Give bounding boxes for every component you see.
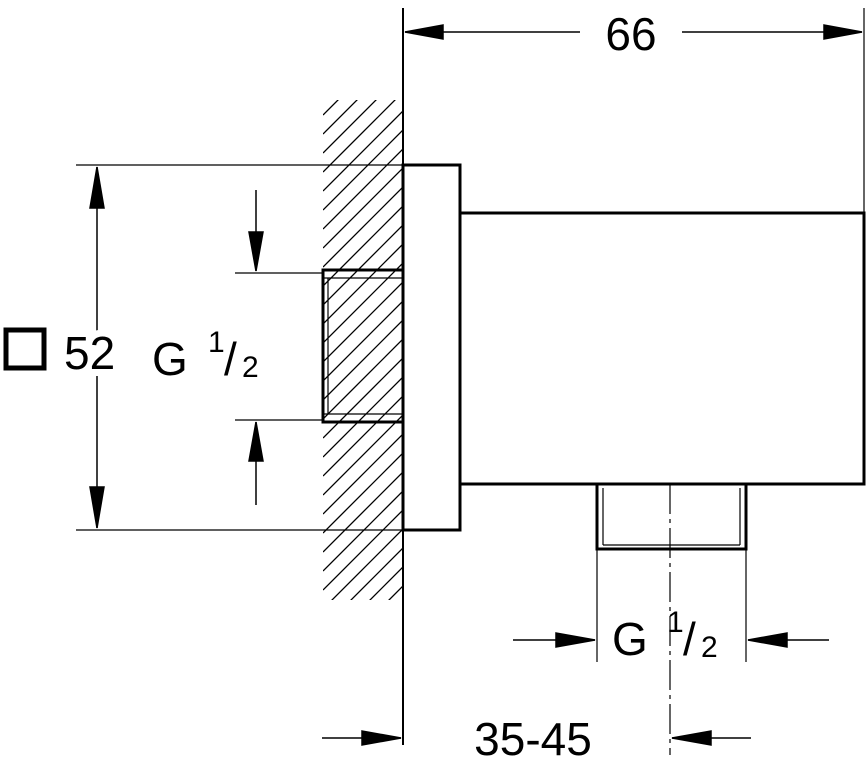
hatch-line	[323, 100, 358, 135]
outlet-thread-den: 2	[701, 631, 718, 664]
hatch-line	[323, 186, 403, 268]
arrowhead	[361, 730, 402, 746]
arrowhead	[248, 421, 264, 462]
arrowhead	[555, 632, 596, 648]
hatch-line	[323, 643, 403, 723]
hatch-line	[323, 110, 403, 192]
arrowhead	[671, 730, 712, 746]
wall-hatch	[323, 0, 403, 723]
wall-thread-slash: /	[224, 333, 237, 385]
hatch-line	[323, 605, 403, 685]
hatch-line	[369, 566, 403, 600]
arrowhead	[404, 24, 444, 40]
square-flange	[401, 163, 462, 532]
fitting-body	[401, 163, 866, 532]
hatch-line	[323, 262, 403, 344]
square-symbol-icon	[3, 327, 47, 371]
hatch-line	[350, 547, 403, 600]
wall-thread-label: G 1 / 2	[152, 326, 259, 385]
dim-label-outlet-position: 35-45	[474, 713, 592, 761]
hatch-line	[323, 167, 403, 249]
wall-thread	[321, 268, 403, 424]
dimension-wall-thread	[248, 190, 264, 505]
outlet-thread-num: 1	[667, 606, 684, 639]
hatch-line	[323, 224, 403, 306]
hatch-line	[323, 205, 403, 287]
dimension-overall-depth	[404, 24, 863, 40]
hatch-line	[323, 16, 403, 96]
arrowhead	[89, 486, 105, 529]
wall-thread-den: 2	[242, 351, 259, 384]
hatch-line	[323, 395, 403, 477]
hatch-line	[323, 452, 403, 534]
hatch-line	[331, 528, 403, 600]
arrowhead	[89, 166, 105, 209]
hatch-line	[323, 0, 403, 77]
dimension-outlet-thread	[513, 632, 829, 648]
arrowhead	[747, 632, 788, 648]
outlet-thread-slash: /	[683, 613, 696, 665]
hatch-line	[323, 490, 403, 572]
hatch-line	[323, 433, 403, 515]
arrowhead	[248, 231, 264, 272]
hatch-line	[323, 100, 377, 154]
arrowhead	[823, 24, 863, 40]
hatch-line	[323, 281, 403, 363]
extension-lines	[76, 8, 865, 662]
hatch-line	[323, 148, 403, 230]
hatch-line	[323, 100, 339, 116]
dim-label-overall-depth: 66	[605, 8, 656, 60]
wall-thread-num: 1	[208, 326, 225, 359]
hatch-line	[388, 585, 403, 600]
wall-thread-base: G	[152, 333, 188, 385]
hatch-line	[323, 414, 403, 496]
dim-label-square-size: 52	[64, 327, 115, 379]
outlet-thread-label: G 1 / 2	[612, 606, 718, 665]
outlet-thread-base: G	[612, 613, 648, 665]
main-body-outline	[460, 211, 866, 486]
hatch-line	[323, 319, 403, 401]
hatch-line	[323, 100, 396, 173]
hatch-line	[323, 471, 403, 553]
hatch-line	[323, 624, 403, 704]
hatch-line	[323, 509, 403, 591]
dimension-outlet-position	[322, 730, 751, 746]
hatch-line	[323, 129, 403, 211]
outlet-thread-outline	[595, 484, 748, 551]
hatch-line	[323, 376, 403, 458]
hatch-line	[323, 300, 403, 382]
hatch-line	[323, 357, 403, 439]
hatch-line	[323, 338, 403, 420]
outlet-thread	[595, 484, 748, 551]
dimension-square-size	[89, 166, 105, 529]
hatch-line	[323, 243, 403, 325]
